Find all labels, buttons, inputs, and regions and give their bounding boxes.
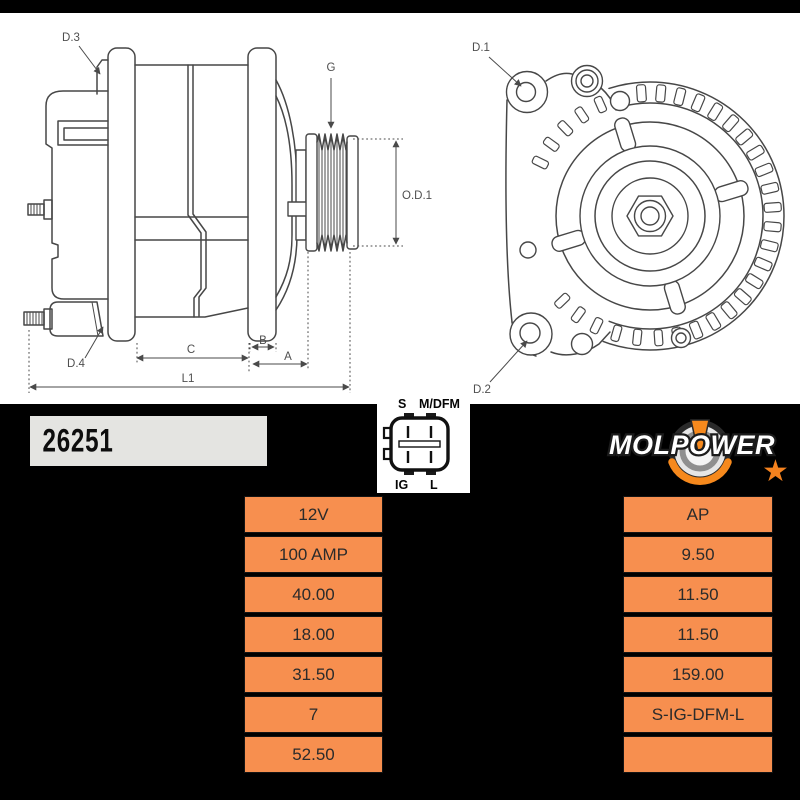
dimension-lines (28, 45, 403, 393)
label-od1: O.D.1 (402, 190, 432, 202)
spec-cell: 11.50 (623, 576, 773, 613)
fan-stubs (551, 117, 749, 315)
mounting-ear-d1 (505, 70, 549, 114)
pulley (305, 133, 359, 252)
brand-name: MOLPOWER (609, 430, 775, 460)
spec-cell: 159.00 (623, 656, 773, 693)
vent-slots-lower-left (554, 292, 664, 347)
spec-cell: 52.50 (244, 736, 383, 773)
vent-slots-upper-left (531, 95, 608, 170)
gauge-emblem-icon (668, 419, 732, 485)
label-d1: D.1 (472, 42, 490, 54)
threaded-stud-lower (23, 308, 53, 330)
label-b: B (259, 335, 267, 347)
pin-label-s: S (398, 397, 407, 411)
star-icon: ★ (762, 455, 789, 488)
part-number: 26251 (42, 422, 114, 459)
label-g: G (327, 62, 336, 74)
label-c: C (187, 344, 195, 356)
label-d4: D.4 (67, 358, 86, 370)
threaded-stud-upper (27, 199, 53, 220)
side-view: D.3 G D.4 C B A L1 O.D.1 (23, 32, 432, 393)
connector-pinout-panel: S M/DFM IG L (377, 395, 470, 493)
spec-cell: AP (623, 496, 773, 533)
alternator-drawing: D.3 G D.4 C B A L1 O.D.1 (23, 32, 785, 396)
brand-logo: MOLPOWER ★ (607, 419, 789, 488)
top-mounting-lug (96, 59, 109, 95)
spec-cell: 9.50 (623, 536, 773, 573)
spec-cell: 40.00 (244, 576, 383, 613)
spec-cell: 11.50 (623, 616, 773, 653)
spec-cell: 18.00 (244, 616, 383, 653)
spec-cell-voltage: 12V (244, 496, 383, 533)
spec-cell-amperage: 100 AMP (244, 536, 383, 573)
connector-drawing (382, 413, 450, 475)
vent-slot-ring (635, 84, 782, 346)
spec-cell-empty (623, 736, 773, 773)
pin-label-mdfm: M/DFM (419, 397, 460, 411)
technical-drawing-area: D.3 G D.4 C B A L1 O.D.1 (0, 13, 800, 404)
spec-table-left: 12V 100 AMP 40.00 18.00 31.50 7 52.50 (244, 496, 383, 776)
front-view: D.1 D.2 (472, 42, 785, 396)
label-l1: L1 (182, 373, 195, 385)
spec-cell: 7 (244, 696, 383, 733)
spec-table-right: AP 9.50 11.50 11.50 159.00 S-IG-DFM-L (623, 496, 773, 776)
part-number-plate: 26251 (30, 416, 267, 466)
label-a: A (284, 351, 292, 363)
mounting-ear-d2 (509, 312, 553, 356)
bottom-mounting-lug (49, 301, 104, 337)
label-d2: D.2 (473, 384, 491, 396)
spec-cell-terminals: S-IG-DFM-L (623, 696, 773, 733)
pin-label-l: L (430, 478, 438, 492)
pin-label-ig: IG (395, 478, 409, 492)
spec-cell: 31.50 (244, 656, 383, 693)
label-d3: D.3 (62, 32, 80, 44)
